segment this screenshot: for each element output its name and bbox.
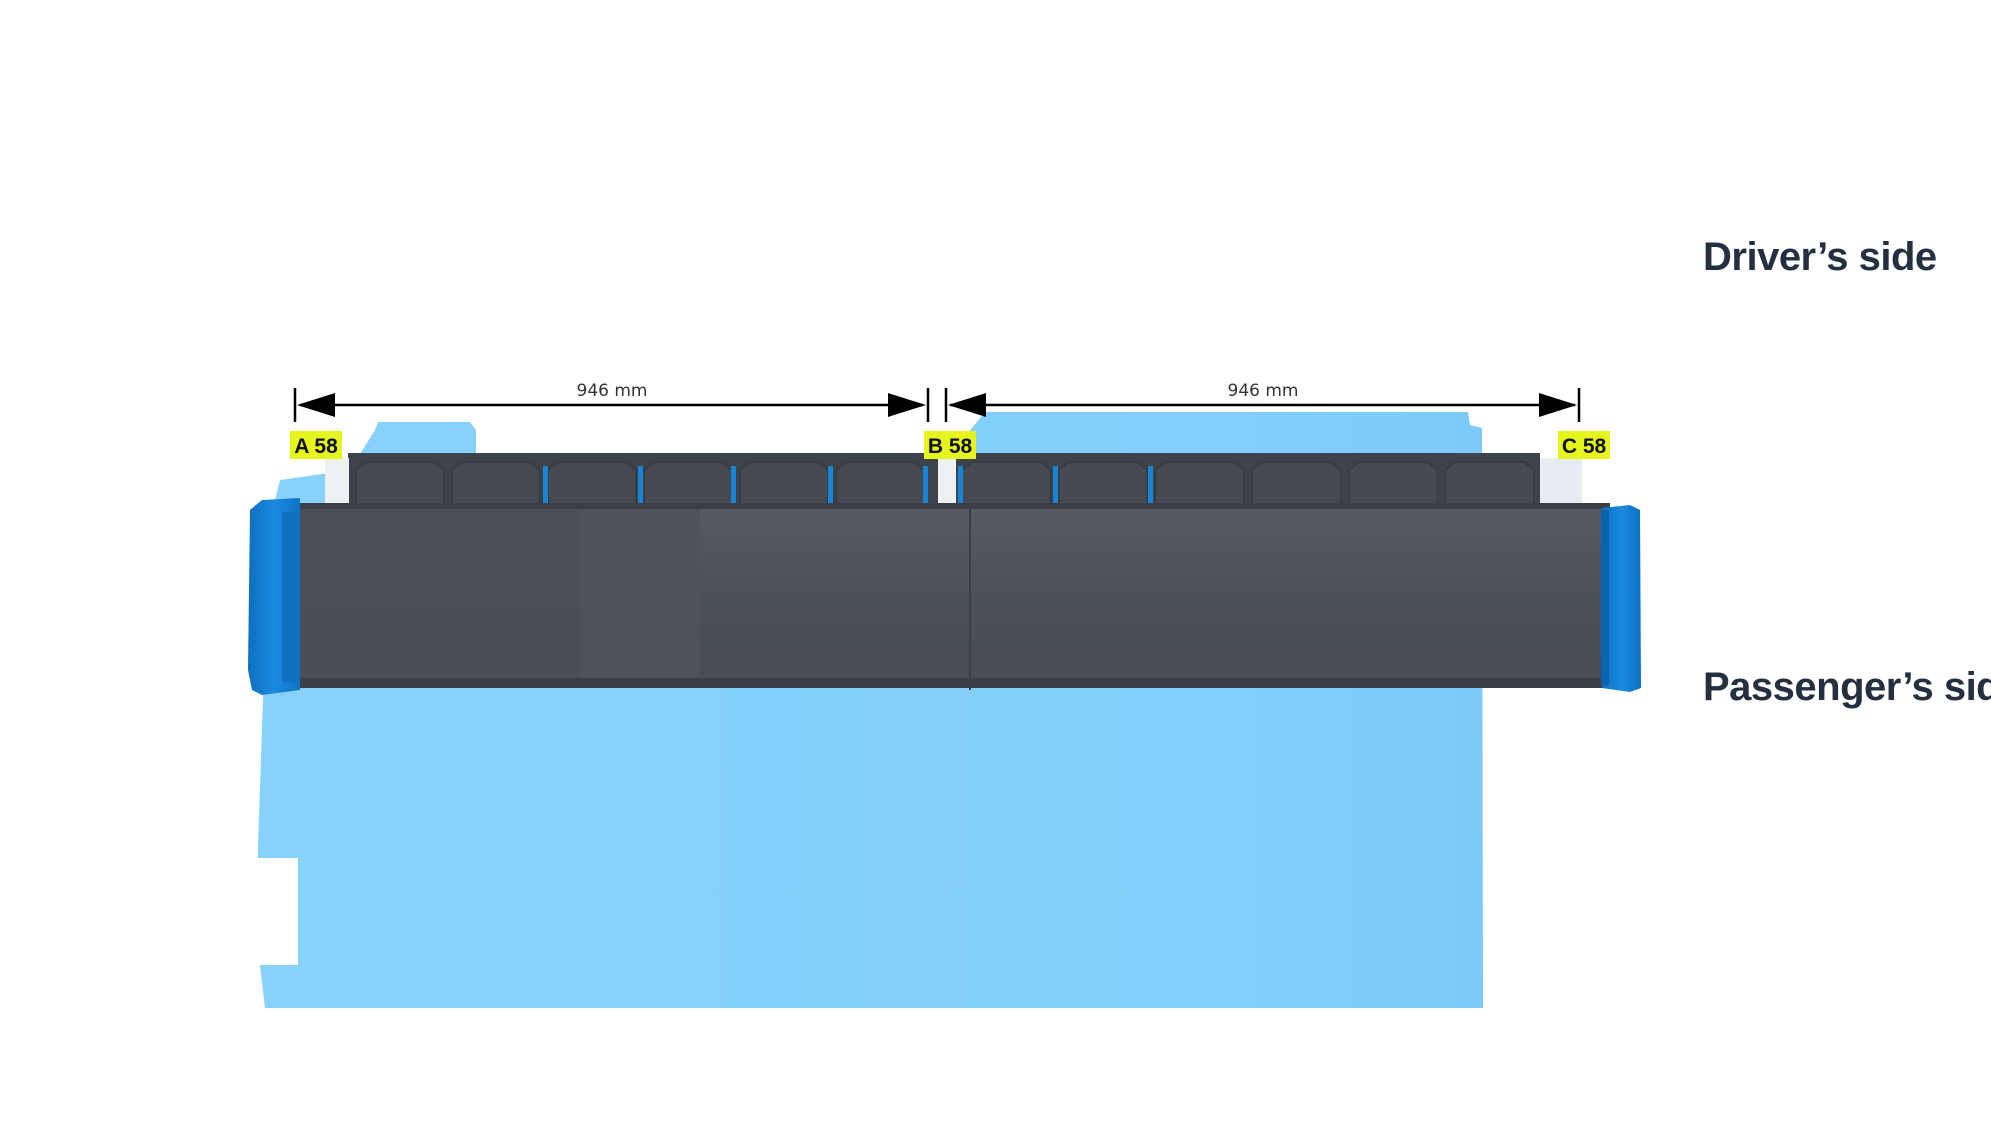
mount-tag-c-bg [1558, 431, 1610, 459]
drivers-side-label: Driver’s side [1703, 235, 1937, 279]
mount-bracket-b [938, 458, 956, 510]
left-end-cap-inner [282, 512, 300, 682]
mount-tag-a-bg [290, 431, 342, 459]
mount-tag-a-text: A 58 [294, 435, 338, 458]
mount-bracket-a [325, 458, 349, 510]
load-bar-segment [739, 461, 829, 507]
load-bar-segment [547, 461, 637, 507]
load-bar-segment [1347, 461, 1439, 507]
load-bar-segment [643, 461, 733, 507]
mount-tag-c-text: C 58 [1562, 435, 1607, 458]
dimension-ab: 946 mm [293, 381, 930, 422]
load-bar-segment [355, 461, 445, 507]
arrowhead-b-right [948, 393, 986, 417]
load-bar-segment [1057, 461, 1149, 507]
dimension-label-ab: 946 mm [577, 381, 648, 401]
right-end-cap-grip [1601, 510, 1609, 685]
passengers-side-label: Passenger’s side [1703, 665, 1991, 709]
load-bar-segment [1444, 461, 1535, 507]
rack-body-center-shade [580, 505, 700, 687]
rack-top-edge [295, 503, 1610, 509]
mount-tag-c: C 58 [1558, 431, 1610, 459]
rack-body-left-panel [295, 505, 580, 687]
mount-tag-b: B 58 [924, 431, 976, 459]
blue-clip [1053, 466, 1058, 504]
arrowhead-b-left [888, 393, 926, 417]
arrowhead-c [1539, 393, 1577, 417]
load-bar-segment [961, 461, 1052, 507]
arrowhead-a [297, 393, 335, 417]
mount-bracket-c [1540, 458, 1582, 510]
dimension-bc: 946 mm [944, 381, 1581, 422]
load-bar-segment [1251, 461, 1342, 507]
blue-clip [543, 466, 548, 504]
blue-clip [923, 466, 928, 504]
blue-clip [958, 466, 963, 504]
load-bar-segment [451, 461, 541, 507]
blue-clip [731, 466, 736, 504]
mount-tag-a: A 58 [290, 431, 342, 459]
blue-clip [828, 466, 833, 504]
dimension-label-bc: 946 mm [1228, 381, 1299, 401]
mount-tag-b-bg [924, 431, 976, 459]
blue-clip [638, 466, 643, 504]
mount-tag-b-text: B 58 [928, 435, 973, 458]
blue-clip [1148, 466, 1153, 504]
right-end-cap [1602, 505, 1641, 692]
rack-bottom-edge [295, 678, 1635, 688]
load-bar-segment [1154, 461, 1245, 507]
load-bar-segment [835, 461, 925, 507]
